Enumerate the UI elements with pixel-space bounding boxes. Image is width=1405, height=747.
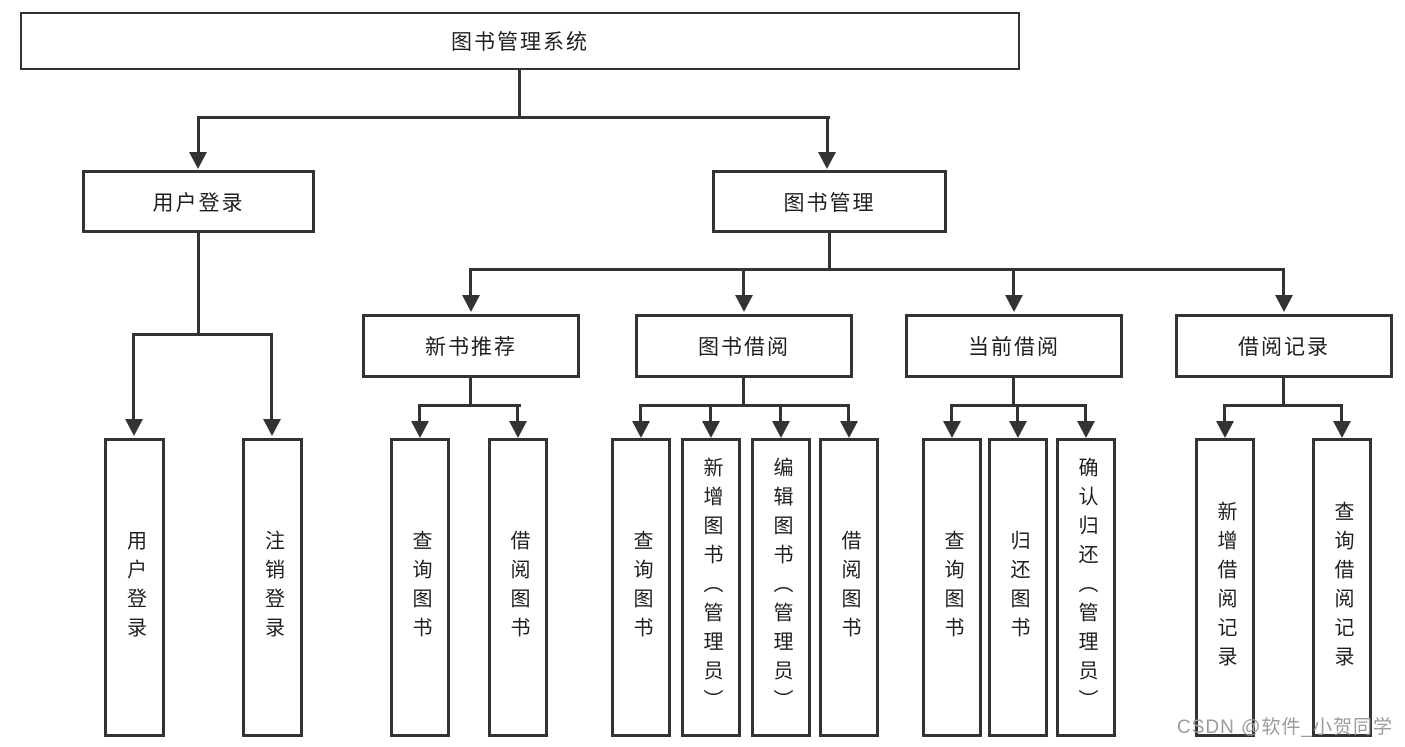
- watermark: CSDN @软件_小贺同学: [1177, 717, 1393, 738]
- node-borrow-record: 借阅记录: [1175, 314, 1393, 378]
- arrow-down-icon: [735, 295, 753, 312]
- connector-vline: [950, 404, 953, 422]
- connector-vline: [197, 116, 200, 154]
- connector-vline: [516, 404, 519, 422]
- node-label: 当前借阅: [968, 336, 1060, 359]
- arrow-down-icon: [411, 421, 429, 438]
- arrow-down-icon: [840, 421, 858, 438]
- connector-vline: [1340, 404, 1343, 422]
- leaf-logout: 注销登录: [242, 438, 303, 737]
- connector-vline: [709, 404, 712, 422]
- connector-hline: [1223, 404, 1343, 407]
- connector-vline: [469, 378, 472, 407]
- connector-vline: [132, 333, 135, 420]
- connector-vline: [1223, 404, 1226, 422]
- connector-hline: [418, 404, 521, 407]
- node-label: 新增借阅记录: [1214, 500, 1236, 675]
- connector-vline: [418, 404, 421, 422]
- arrow-down-icon: [1009, 421, 1027, 438]
- leaf-query-book-borrow: 查询图书: [611, 438, 671, 737]
- node-label: 借阅记录: [1238, 336, 1330, 359]
- node-label: 编辑图书（管理员）: [770, 457, 792, 718]
- leaf-return-book: 归还图书: [988, 438, 1048, 737]
- arrow-down-icon: [943, 421, 961, 438]
- node-label: 查询图书: [941, 529, 963, 646]
- connector-vline: [469, 268, 472, 296]
- node-current-borrow: 当前借阅: [905, 314, 1123, 378]
- arrow-down-icon: [263, 419, 281, 436]
- arrow-down-icon: [125, 419, 143, 436]
- connector-vline: [779, 404, 782, 422]
- connector-hline: [639, 404, 850, 407]
- connector-vline: [1016, 404, 1019, 422]
- arrow-down-icon: [818, 152, 836, 169]
- leaf-add-book-admin: 新增图书（管理员）: [681, 438, 741, 737]
- node-label: 借阅图书: [507, 529, 529, 646]
- arrow-down-icon: [1216, 421, 1234, 438]
- node-label: 归还图书: [1007, 529, 1029, 646]
- node-label: 借阅图书: [838, 529, 860, 646]
- arrow-down-icon: [632, 421, 650, 438]
- connector-vline: [270, 333, 273, 420]
- connector-vline: [1084, 404, 1087, 422]
- node-label: 确认归还（管理员）: [1075, 457, 1097, 718]
- arrow-down-icon: [189, 152, 207, 169]
- leaf-borrow-book-recommend: 借阅图书: [488, 438, 548, 737]
- connector-vline: [826, 116, 829, 154]
- node-label: 新增图书（管理员）: [700, 457, 722, 718]
- node-user-login: 用户登录: [82, 170, 315, 233]
- arrow-down-icon: [462, 295, 480, 312]
- connector-vline: [1282, 378, 1285, 407]
- arrow-down-icon: [772, 421, 790, 438]
- connector-vline: [847, 404, 850, 422]
- node-label: 图书借阅: [698, 336, 790, 359]
- leaf-add-borrow-record: 新增借阅记录: [1195, 438, 1255, 737]
- leaf-user-login: 用户登录: [104, 438, 165, 737]
- connector-hline: [197, 116, 830, 119]
- connector-vline: [639, 404, 642, 422]
- node-new-book-recommend: 新书推荐: [362, 314, 580, 378]
- connector-vline: [828, 233, 831, 270]
- node-label: 图书管理系统: [451, 31, 589, 54]
- connector-vline: [742, 378, 745, 407]
- leaf-query-borrow-record: 查询借阅记录: [1312, 438, 1372, 737]
- connector-vline: [1282, 268, 1285, 296]
- node-label: 查询图书: [409, 529, 431, 646]
- leaf-edit-book-admin: 编辑图书（管理员）: [751, 438, 811, 737]
- arrow-down-icon: [1077, 421, 1095, 438]
- node-label: 查询图书: [630, 529, 652, 646]
- node-label: 图书管理: [783, 191, 876, 215]
- connector-vline: [1012, 268, 1015, 296]
- connector-hline: [132, 333, 273, 336]
- arrow-down-icon: [1333, 421, 1351, 438]
- node-label: 用户登录: [123, 529, 146, 646]
- leaf-confirm-return-admin: 确认归还（管理员）: [1056, 438, 1116, 737]
- node-label: 查询借阅记录: [1331, 500, 1353, 675]
- node-label: 用户登录: [152, 191, 245, 215]
- connector-hline: [469, 268, 1285, 271]
- connector-vline: [742, 268, 745, 296]
- leaf-query-book-recommend: 查询图书: [390, 438, 450, 737]
- node-label: 注销登录: [261, 529, 284, 646]
- arrow-down-icon: [1005, 295, 1023, 312]
- node-label: 新书推荐: [425, 336, 517, 359]
- node-book-borrow: 图书借阅: [635, 314, 853, 378]
- connector-vline: [197, 233, 200, 336]
- arrow-down-icon: [509, 421, 527, 438]
- node-library-system: 图书管理系统: [20, 12, 1020, 70]
- leaf-borrow-book: 借阅图书: [819, 438, 879, 737]
- leaf-query-book-current: 查询图书: [922, 438, 982, 737]
- arrow-down-icon: [1275, 295, 1293, 312]
- node-book-management: 图书管理: [712, 170, 947, 233]
- connector-vline: [518, 70, 521, 118]
- connector-vline: [1012, 378, 1015, 407]
- arrow-down-icon: [702, 421, 720, 438]
